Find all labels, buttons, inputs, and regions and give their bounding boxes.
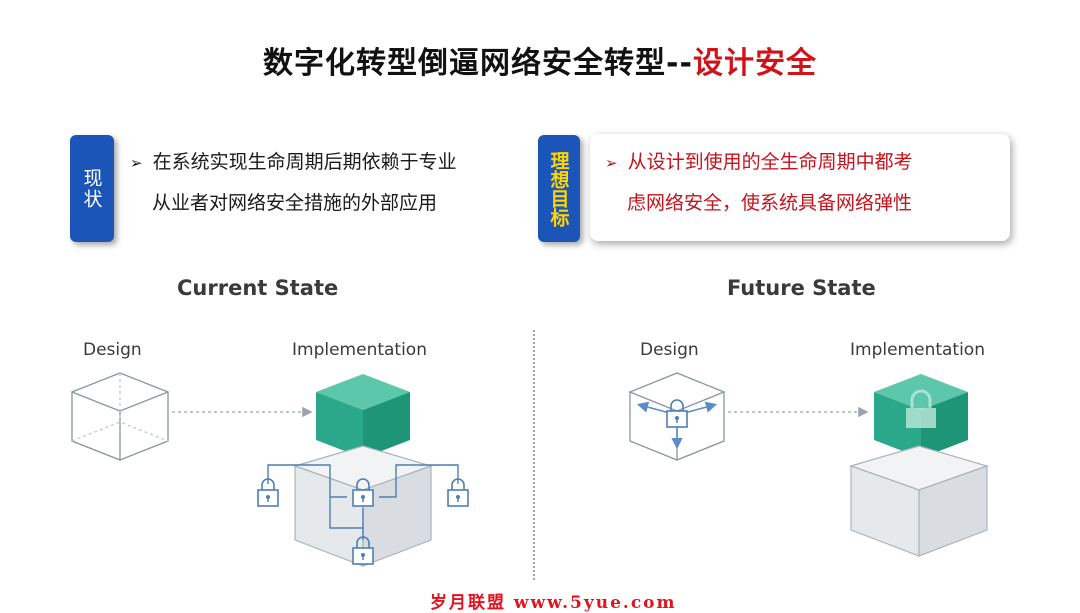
current-line1: 在系统实现生命周期后期依赖于专业 xyxy=(152,151,457,173)
future-implementation-label: Implementation xyxy=(850,340,985,360)
current-design-cube xyxy=(70,372,170,461)
title-main: 数字化转型倒逼网络安全转型-- xyxy=(263,46,693,81)
ideal-line1: 从设计到使用的全生命周期中都考 xyxy=(627,151,913,173)
lock-connectors xyxy=(267,464,459,540)
state-divider xyxy=(533,330,535,580)
watermark: 岁月联盟 www.5yue.com xyxy=(430,593,677,613)
current-implementation-label: Implementation xyxy=(292,340,427,360)
current-state-title: Current State xyxy=(177,276,339,300)
current-implementation-cube xyxy=(316,374,410,458)
arrow-bullet-icon: ➢ xyxy=(605,154,618,172)
future-design-label: Design xyxy=(640,340,699,360)
future-state-title: Future State xyxy=(727,276,876,300)
ideal-line2: 虑网络安全，使系统具备网络弹性 xyxy=(627,192,913,214)
current-tag: 现状 xyxy=(70,135,114,242)
ideal-description: ➢ 从设计到使用的全生命周期中都考 虑网络安全，使系统具备网络弹性 xyxy=(605,142,1005,223)
ideal-tag: 理想目标 xyxy=(538,135,580,242)
future-large-cube xyxy=(849,445,989,557)
ideal-card xyxy=(590,134,1010,241)
current-line2: 从业者对网络安全措施的外部应用 xyxy=(152,192,438,214)
current-design-label: Design xyxy=(83,340,142,360)
title-accent: 设计安全 xyxy=(692,46,817,81)
arrow-bullet-icon: ➢ xyxy=(130,154,143,172)
page-title: 数字化转型倒逼网络安全转型--设计安全 xyxy=(0,38,1080,82)
current-large-cube xyxy=(293,445,433,567)
future-implementation-cube xyxy=(874,374,968,458)
lock-icon xyxy=(666,399,688,428)
current-description: ➢ 在系统实现生命周期后期依赖于专业 从业者对网络安全措施的外部应用 xyxy=(130,142,530,223)
